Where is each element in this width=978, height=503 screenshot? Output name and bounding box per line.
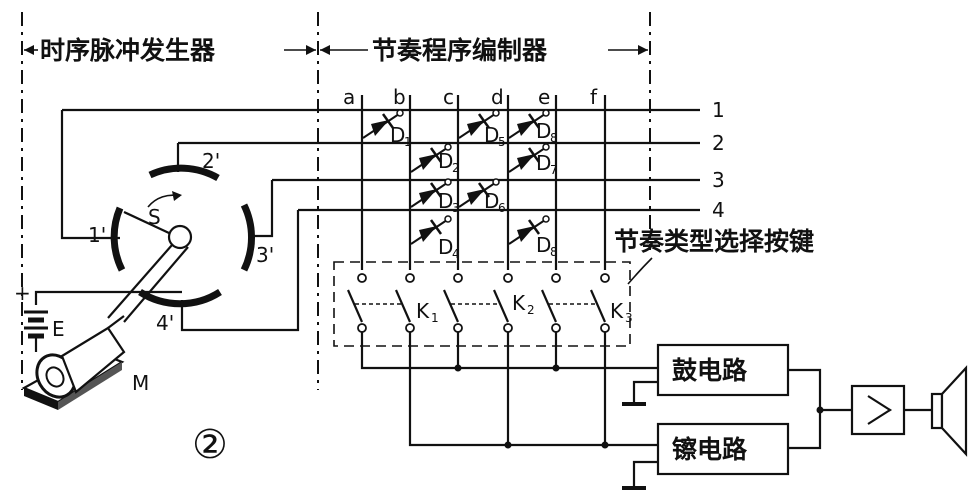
diode-D8-lower: D 8 [507,214,558,259]
contact-label-1: 1' [88,223,106,247]
cymbal-bus [408,332,658,447]
key-selection-box: 节奏类型选择按键 K 1 K 2 K 3 [333,227,814,347]
column-label-a: a [343,85,355,109]
amplifier-box [850,384,906,436]
diode-D6: D 6 [457,177,506,215]
cymbal-circuit: 镲电路 [622,422,790,490]
svg-text:4: 4 [452,247,460,261]
svg-text:D: D [484,189,499,213]
svg-text:1: 1 [404,135,412,149]
svg-text:7: 7 [550,163,558,177]
contact-label-3: 3' [256,243,274,267]
column-label-e: e [538,85,550,109]
svg-text:8: 8 [550,245,558,259]
svg-text:D: D [484,123,499,147]
row-buses: 1 2 3 4 [62,98,725,222]
column-lines [360,95,607,270]
row-label-1: 1 [712,98,725,122]
diode-D4: D 4 [409,214,460,261]
wire-contact-3 [250,180,274,238]
contact-4-segment [138,289,222,308]
drum-bus [360,332,658,370]
rotor-hub [167,224,193,250]
section-header: 时序脉冲发生器 节奏程序编制器 [21,12,651,390]
output-wiring [360,332,658,449]
mixer-wire [788,368,822,450]
svg-text:3: 3 [452,201,460,215]
cymbal-ground-wire [632,460,658,488]
speaker-magnet [930,392,944,430]
svg-text:D: D [390,123,405,147]
cymbal-circuit-box [656,422,790,476]
diode-D7: D 7 [507,142,558,177]
svg-text:D: D [438,189,453,213]
svg-text:1: 1 [431,311,439,325]
wire-contact-4 [180,210,300,332]
row-label-2: 2 [712,131,725,155]
wire-contact-1 [60,110,120,240]
svg-text:D: D [438,149,453,173]
rotor-label: S [148,205,161,229]
contact-label-2: 2' [202,149,220,173]
svg-text:8: 8 [550,131,558,145]
amplifier-icon [867,395,893,425]
contact-label-4: 4' [156,311,174,335]
motor-label: M [132,371,149,395]
drum-ground-wire [632,380,658,404]
svg-text:D: D [536,233,551,257]
key-selection-title: 节奏类型选择按键 [614,227,814,256]
pulse-generator-label: 时序脉冲发生器 [40,36,216,65]
row-label-4: 4 [712,198,725,222]
drum-circuit-label: 鼓电路 [672,356,748,385]
column-label-c: c [443,85,454,109]
svg-text:3: 3 [625,311,633,325]
amplifier-section [788,365,968,457]
rotary-distributor: S 1' 2' 3' 4' [60,110,300,335]
svg-text:2: 2 [452,161,460,175]
diode-D1: D 1 [361,108,412,149]
key-K2-label[interactable]: K [512,291,526,315]
motor-M: M [21,315,149,410]
battery-plus-label: + [14,281,31,305]
battery-label: E [52,317,65,341]
shaft-lower-edge [123,246,189,323]
figure-number: ② [192,422,228,468]
key-K3-label[interactable]: K [610,299,624,323]
svg-text:D: D [438,235,453,259]
shaft-upper-edge [107,244,173,319]
column-label-b: b [393,85,406,109]
battery-E: + E [14,281,182,352]
rhythm-programmer-label: 节奏程序编制器 [372,36,548,65]
drum-circuit: 鼓电路 [622,343,790,406]
diode-D8-upper: D 8 [507,108,558,145]
contact-1-segment [110,206,126,272]
diode-D3: D 3 [409,177,460,215]
column-label-d: d [491,85,504,109]
column-label-f: f [590,85,598,109]
svg-text:D: D [536,151,551,175]
key-K1-label[interactable]: K [416,299,430,323]
diode-D2: D 2 [409,142,460,175]
drum-circuit-box [656,343,790,397]
speaker-icon [940,365,968,457]
key-title-leader [627,257,653,285]
rotor-arm [123,211,170,234]
diode-D5: D 5 [457,108,506,149]
svg-text:5: 5 [498,135,506,149]
battery-wire-top [34,290,182,305]
row-label-3: 3 [712,168,725,192]
contact-2-segment [148,164,220,182]
svg-text:D: D [536,119,551,143]
key-box-outline [333,261,631,347]
cymbal-circuit-label: 镲电路 [672,435,748,464]
column-labels: a b c d e f [343,85,598,109]
svg-text:6: 6 [498,201,506,215]
contact-3-segment [240,203,256,272]
svg-text:2: 2 [527,303,535,317]
